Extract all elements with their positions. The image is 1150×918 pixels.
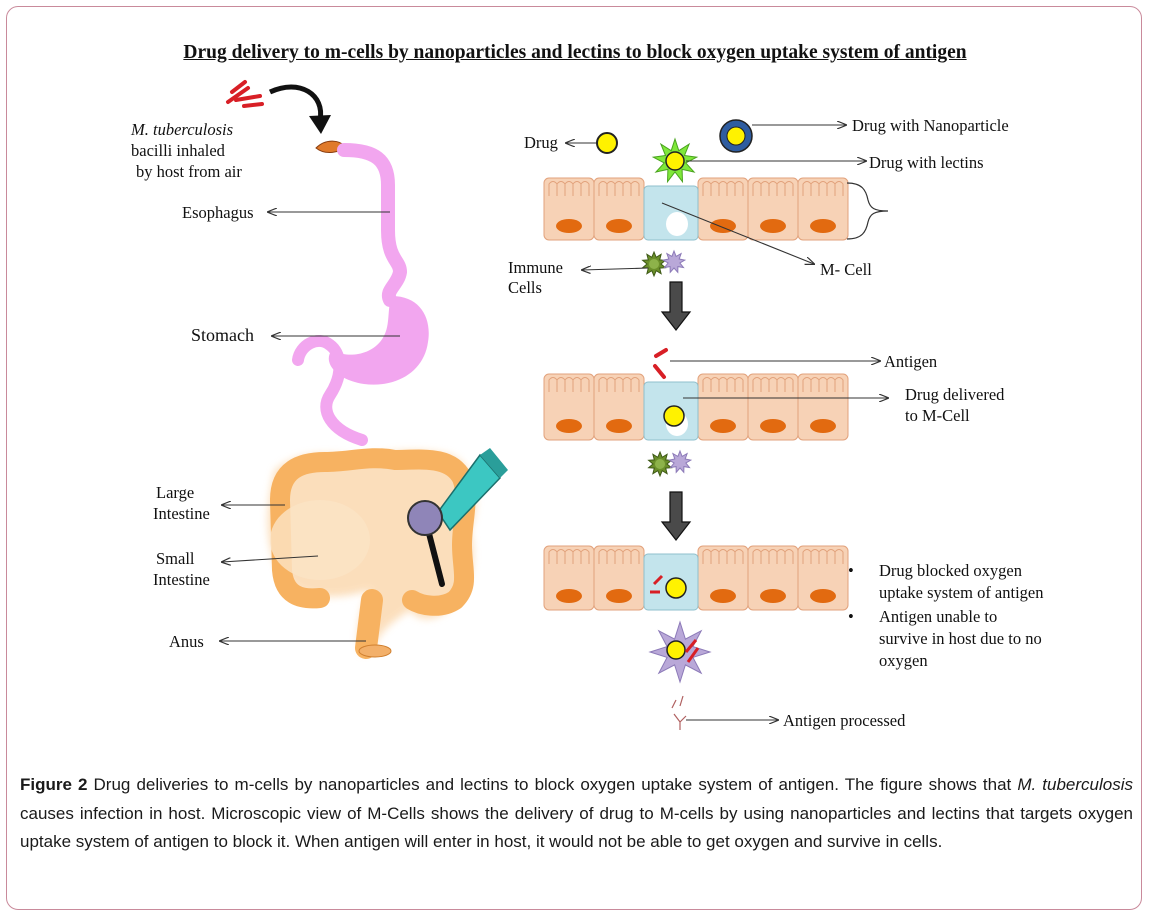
- drug-label: Drug: [524, 133, 558, 152]
- stomach-label: Stomach: [191, 325, 254, 345]
- epithelial-cell: [747, 177, 799, 241]
- epithelial-row: [543, 177, 849, 241]
- stomach-shape: [328, 296, 429, 385]
- immune-cell-icon: [641, 249, 687, 278]
- m-cell: [643, 553, 699, 611]
- antigen-processed-label: Antigen processed: [783, 711, 906, 730]
- intestine-shape: [267, 448, 476, 659]
- small-intestine-label-2: Intestine: [153, 570, 210, 589]
- epithelial-cell: [543, 373, 595, 441]
- epithelial-cell: [797, 373, 849, 441]
- immune-cells-label-1: Immune: [508, 258, 563, 277]
- epithelial-row: [543, 545, 849, 611]
- figure-frame: [6, 6, 1142, 910]
- final-immune-cell: [648, 620, 712, 684]
- bacilli-icon: [226, 80, 264, 108]
- right-pointer-arrows: [566, 125, 888, 720]
- layer-bracket: [846, 182, 889, 240]
- immune-cells-label-2: Cells: [508, 278, 542, 297]
- digestive-tract: [292, 143, 407, 446]
- processed-antigen-icon: [671, 695, 687, 730]
- bullet-item: •Drug blocked oxygen uptake system of an…: [848, 561, 1044, 602]
- epithelial-cell: [543, 545, 595, 611]
- immune-cell-icon: [647, 449, 693, 478]
- caption-text-2: causes infection in host. Microscopic vi…: [20, 803, 1133, 852]
- figure-caption: Figure 2 Drug deliveries to m-cells by n…: [20, 771, 1133, 857]
- epithelial-cell: [697, 373, 749, 441]
- epithelial-row: [543, 373, 849, 441]
- caption-italic-name: M. tuberculosis: [1017, 775, 1134, 794]
- nanoparticle-icon: [719, 119, 753, 153]
- epithelial-cell: [697, 545, 749, 611]
- epithelial-cell: [747, 545, 799, 611]
- drug-lectins-label: Drug with lectins: [869, 153, 984, 172]
- left-pointer-arrows: [220, 212, 400, 641]
- epithelial-cell: [747, 373, 799, 441]
- mtb-line3-label: by host from air: [136, 162, 242, 181]
- diagram-title: Drug delivery to m-cells by nanoparticle…: [183, 42, 967, 63]
- endoscope-icon: [407, 448, 508, 587]
- antigen-label: Antigen: [884, 352, 938, 371]
- antigen-icon: [653, 348, 668, 379]
- epithelial-cell: [697, 177, 749, 241]
- large-intestine-label-1: Large: [156, 483, 195, 502]
- drug-icon: [596, 132, 618, 154]
- small-intestine-label-1: Small: [156, 549, 195, 568]
- epithelial-cell: [543, 177, 595, 241]
- mtb-line2-label: bacilli inhaled: [131, 141, 225, 160]
- epithelial-cell: [797, 177, 849, 241]
- bullet-item: •Antigen unable to survive in host due t…: [848, 607, 1042, 670]
- flow-arrow-icon: [660, 281, 692, 541]
- caption-figure-number: Figure 2: [20, 775, 88, 794]
- large-intestine-label-2: Intestine: [153, 504, 210, 523]
- outcome-bullet-list: •Drug blocked oxygen uptake system of an…: [846, 560, 1049, 674]
- mtb-name-label: M. tuberculosis: [131, 120, 234, 139]
- curved-arrow-icon: [268, 84, 331, 134]
- esophagus-label: Esophagus: [182, 203, 254, 222]
- epithelial-cell: [593, 177, 645, 241]
- caption-text-1: Drug deliveries to m-cells by nanopartic…: [87, 775, 1018, 794]
- epithelial-cell: [797, 545, 849, 611]
- m-cell: [643, 185, 699, 241]
- anus-label: Anus: [169, 632, 204, 651]
- epithelial-cell: [593, 545, 645, 611]
- mcell-label: M- Cell: [820, 260, 872, 279]
- lectin-drug-icon: [651, 137, 699, 184]
- m-cell: [643, 381, 699, 441]
- drug-delivered-label-1: Drug delivered: [905, 385, 1005, 404]
- drug-nanoparticle-label: Drug with Nanoparticle: [852, 116, 1009, 135]
- drug-delivered-label-2: to M-Cell: [905, 406, 970, 425]
- epithelial-cell: [593, 373, 645, 441]
- epithelial-rows: [543, 177, 849, 611]
